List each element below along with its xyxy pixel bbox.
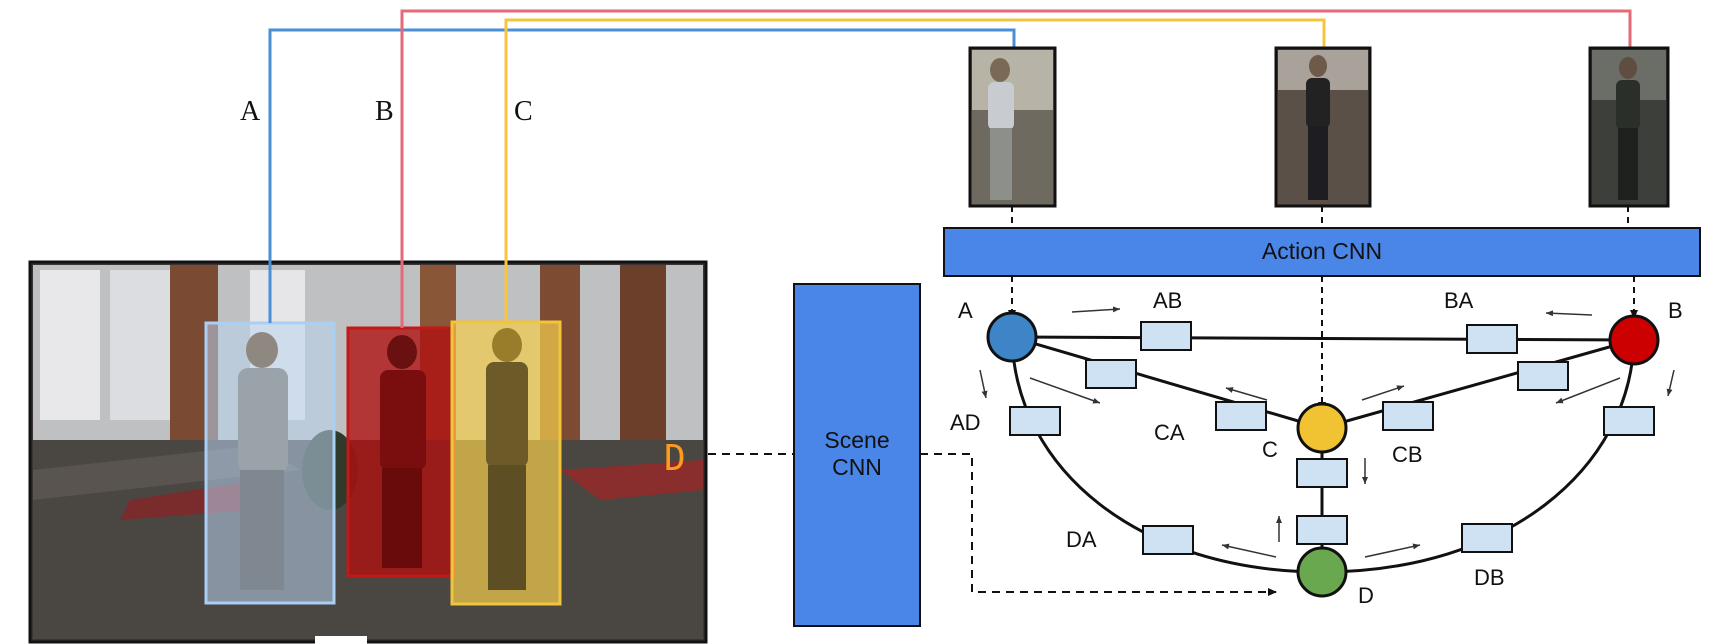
message-boxes (1009, 321, 1655, 555)
person-a-box[interactable] (204, 321, 336, 605)
edge-label-ca: CA (1154, 420, 1185, 445)
edge-label-ab: AB (1153, 288, 1182, 313)
node-d[interactable] (1296, 546, 1348, 598)
connector-line-c (504, 18, 1326, 322)
edge-label-db: DB (1474, 565, 1505, 590)
node-b[interactable] (1608, 314, 1660, 366)
scene-cnn-label-line1: Scene (824, 427, 889, 453)
person-b-box[interactable] (346, 326, 456, 578)
edge-label-cb: CB (1392, 442, 1423, 467)
node-a[interactable] (986, 311, 1038, 363)
node-c[interactable] (1296, 402, 1348, 454)
person-c-box[interactable] (450, 320, 562, 606)
crop-person-c (1274, 46, 1372, 208)
node-label-c: C (1262, 437, 1278, 462)
message-direction-arrows (979, 306, 1675, 558)
node-label-d: D (1358, 583, 1374, 608)
scene-cnn-to-node-d (920, 453, 1277, 596)
action-cnn-block (943, 227, 1701, 277)
connector-line-b (400, 9, 1632, 328)
action-cnn-label: Action CNN (1262, 238, 1382, 264)
scene-cnn-label-line2: CNN (832, 454, 882, 480)
person-label-a: A (240, 96, 261, 127)
crop-person-a (968, 46, 1057, 208)
scene-label: D (664, 438, 686, 479)
edge-label-da: DA (1066, 527, 1097, 552)
node-label-b: B (1668, 298, 1683, 323)
node-label-a: A (958, 298, 973, 323)
person-label-c: C (514, 96, 533, 127)
crop-person-b (1588, 46, 1670, 208)
edge-label-ba: BA (1444, 288, 1474, 313)
edge-label-ad: AD (950, 410, 981, 435)
person-label-b: B (375, 96, 394, 127)
scene-cnn-block (793, 283, 921, 627)
connector-line-a (268, 28, 1016, 323)
